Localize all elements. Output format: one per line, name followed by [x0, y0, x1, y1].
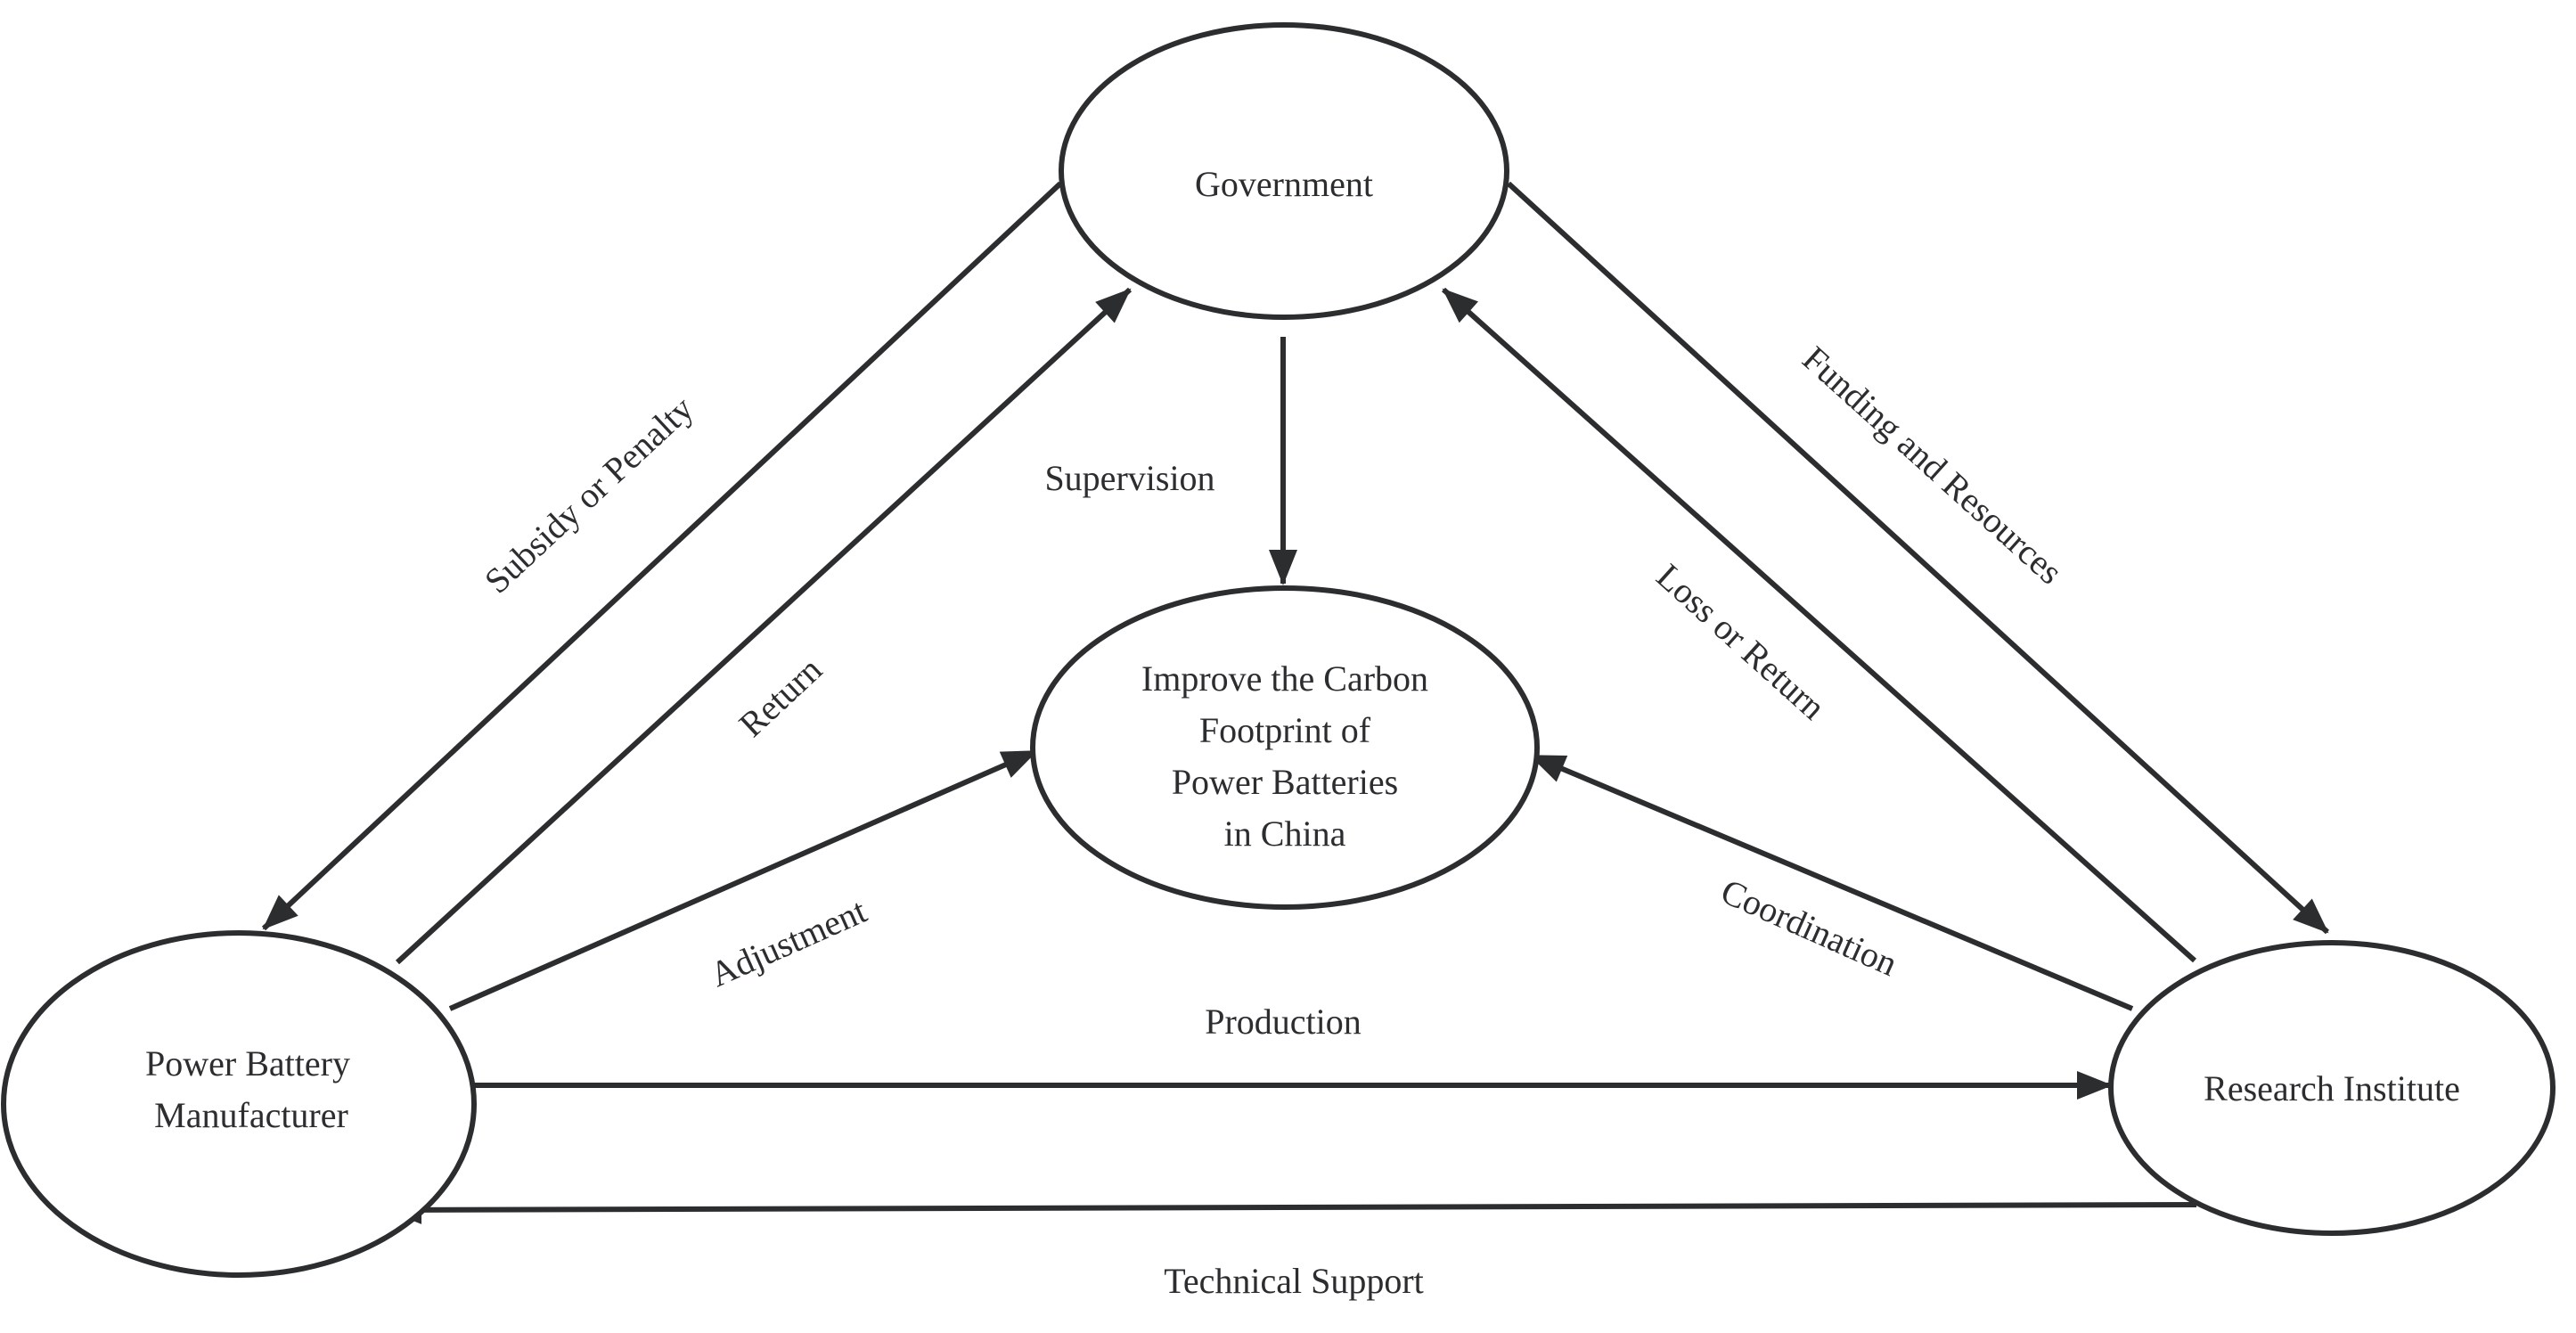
node-manufacturer-line-1: Power Battery — [145, 1043, 350, 1084]
node-carbon-footprint-goal: Improve the Carbon Footprint of Power Ba… — [1030, 585, 1540, 910]
edge-coordination-arrow — [1529, 753, 2134, 1011]
edge-label-subsidy-or-penalty: Subsidy or Penalty — [477, 388, 701, 601]
node-carbon-goal-line-1: Improve the Carbon — [1141, 658, 1428, 699]
edge-loss-or-return-arrow — [1442, 287, 2196, 963]
edge-label-return: Return — [732, 650, 830, 745]
node-government: Government — [1059, 22, 1509, 320]
edge-adjustment-arrow — [448, 748, 1038, 1011]
edge-label-production: Production — [1205, 1002, 1362, 1042]
edge-label-coordination: Coordination — [1715, 871, 1903, 984]
edge-return-arrow — [395, 287, 1133, 965]
edge-label-funding-and-resources: Funding and Resources — [1795, 339, 2070, 593]
edge-label-loss-or-return: Loss or Return — [1649, 556, 1834, 728]
node-carbon-goal-line-4: in China — [1224, 814, 1346, 854]
edges — [261, 181, 2330, 1224]
edge-technical-support-arrow — [386, 1195, 2197, 1224]
edge-funding-and-resources-arrow — [1506, 181, 2330, 935]
node-research-institute: Research Institute — [2108, 940, 2556, 1236]
node-government-label: Government — [1195, 164, 1373, 204]
node-carbon-goal-line-2: Footprint of — [1199, 710, 1371, 750]
node-power-battery-manufacturer: Power Battery Manufacturer — [1, 930, 477, 1278]
node-carbon-goal-line-3: Power Batteries — [1172, 762, 1398, 802]
edge-label-technical-support: Technical Support — [1164, 1261, 1424, 1301]
edge-subsidy-or-penalty-arrow — [261, 181, 1063, 931]
node-research-label: Research Institute — [2204, 1068, 2460, 1108]
edge-label-supervision: Supervision — [1044, 458, 1214, 498]
edge-label-adjustment: Adjustment — [704, 890, 872, 994]
node-manufacturer-line-2: Manufacturer — [154, 1095, 348, 1135]
